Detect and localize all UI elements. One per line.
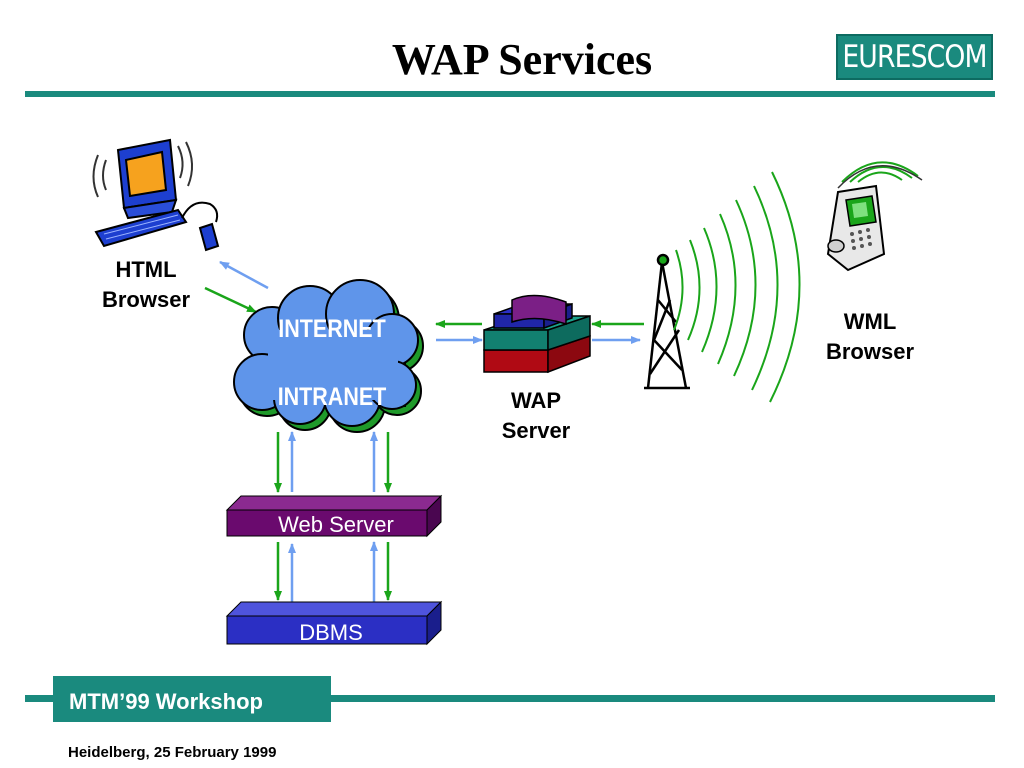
cloud-label-intranet: INTRANET xyxy=(278,382,387,410)
html-browser-label: HTML Browser xyxy=(86,255,206,315)
antenna-tower-icon xyxy=(644,253,690,390)
arrow-html-to-cloud xyxy=(204,286,257,314)
wml-browser-label: WML Browser xyxy=(810,307,930,367)
dbms-label: DBMS xyxy=(299,620,363,645)
html-browser-line2: Browser xyxy=(101,287,191,312)
cloud-label-internet: INTERNET xyxy=(278,314,385,342)
wap-server-label: WAP Server xyxy=(476,386,596,446)
dbms-box: DBMS xyxy=(225,600,443,646)
wml-browser-line1: WML xyxy=(843,309,897,334)
eurescom-logo: EURESCOM xyxy=(836,34,993,80)
cloud-icon: INTERNET INTRANET xyxy=(233,279,424,433)
wap-server-icon xyxy=(483,294,591,374)
wap-server-line1: WAP xyxy=(510,388,562,413)
top-divider xyxy=(25,91,995,97)
wml-browser-line2: Browser xyxy=(825,339,915,364)
html-browser-line1: HTML xyxy=(115,257,177,282)
arrow-cloud-to-html xyxy=(219,260,269,290)
web-server-box: Web Server xyxy=(225,494,443,538)
workshop-label: MTM’99 Workshop xyxy=(69,689,263,714)
desktop-computer-icon xyxy=(92,138,220,252)
slide-title: WAP Services xyxy=(391,35,653,84)
wap-server-line2: Server xyxy=(501,418,571,443)
mobile-phone-icon xyxy=(826,161,923,272)
bottom-divider xyxy=(25,695,995,702)
radio-waves-icon xyxy=(673,171,801,403)
footer-date: Heidelberg, 25 February 1999 xyxy=(68,744,277,761)
web-server-label: Web Server xyxy=(278,512,394,537)
logo-text: EURESCOM xyxy=(842,39,987,75)
workshop-banner: MTM’99 Workshop xyxy=(53,676,331,722)
